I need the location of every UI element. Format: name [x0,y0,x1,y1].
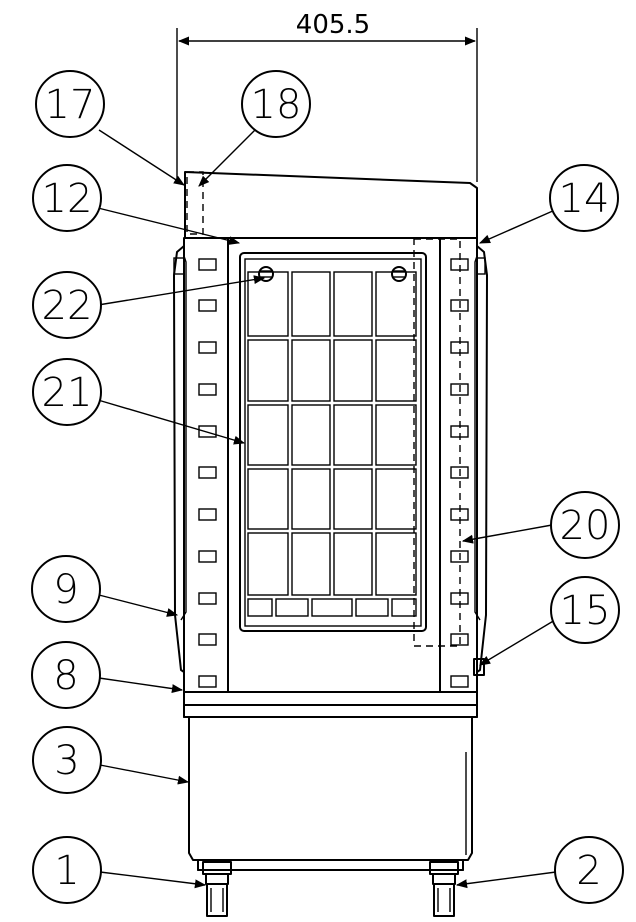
callout-8-label: 8 [53,653,78,699]
callout-17: 17 [35,70,105,138]
callout-9: 9 [31,555,101,623]
callout-14-label: 14 [559,176,610,222]
width-dimension-label: 405.5 [296,10,370,40]
callout-15-label: 15 [560,588,611,634]
filter-panel [239,252,427,632]
callout-2-label: 2 [576,848,601,894]
left-handle [173,245,187,673]
callout-20-label: 20 [560,503,611,549]
top-lid [184,171,478,239]
main-body [183,237,478,718]
callout-15: 15 [550,576,620,644]
callout-3-label: 3 [54,738,79,784]
hidden-water-pipe [413,238,461,647]
callout-2: 2 [554,836,624,904]
callout-8: 8 [31,641,101,709]
callout-1: 1 [32,836,102,904]
drain-plug [473,658,485,676]
callout-18: 18 [241,70,311,138]
callout-12-label: 12 [42,176,93,222]
water-tank [188,716,473,871]
callout-21: 21 [32,358,102,426]
left-caster [202,861,232,917]
right-handle [474,245,488,673]
leader-lines [97,129,557,889]
screws [258,266,407,282]
callout-22: 22 [32,271,102,339]
callout-21-label: 21 [42,370,93,416]
callout-1-label: 1 [54,848,79,894]
callout-3: 3 [32,726,102,794]
callout-18-label: 18 [251,82,302,128]
callout-22-label: 22 [42,283,93,329]
width-dimension: 405.5 [176,10,478,182]
side-louvers [198,258,469,688]
right-caster [429,861,459,917]
callout-20: 20 [550,491,620,559]
callout-9-label: 9 [53,567,78,613]
callout-17-label: 17 [45,82,96,128]
callout-14: 14 [549,164,619,232]
callout-12: 12 [32,164,102,232]
